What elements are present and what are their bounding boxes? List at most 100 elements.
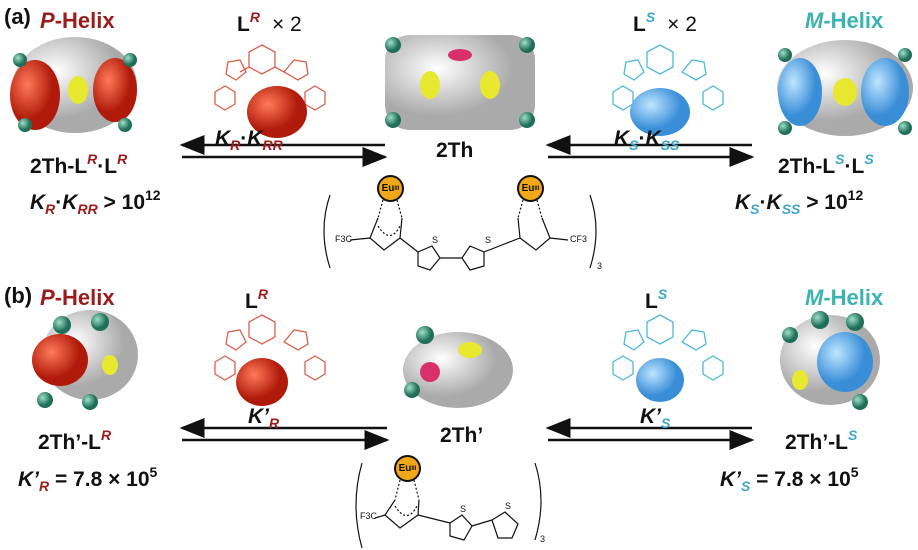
dot: · [759,191,767,214]
exponent: 12 [847,187,864,203]
sup: S [835,151,845,167]
helix-word: -Helix [54,285,115,310]
ligand-r-label-a: LR × 2 [237,10,302,35]
left-complex-label-b: 2Th’-LR [38,428,111,453]
sup: R [117,151,128,167]
k-left-b: K’R [248,406,279,430]
ligand-base: L [633,13,646,36]
k-left-a: KR·KRR [215,128,283,152]
k-sub: RR [262,137,283,153]
eu-text: Eu [521,183,535,194]
helix-word: -Helix [54,8,115,33]
k-sub: S [629,137,639,153]
k: K [247,127,263,150]
2th-model [385,35,535,130]
cf3-left-b: F3C [360,511,378,521]
k-sub: R [230,137,241,153]
ligand-base: L [237,13,250,36]
k-right-b: K’S [640,406,670,430]
cf3-left-a: F3C [335,234,353,244]
p-letter: P [40,8,55,33]
k-sub: S [661,415,671,431]
relation: > 10 [97,191,145,214]
k: K’ [248,405,269,428]
p-helix-title-a: P-Helix [40,10,115,32]
exponent: 5 [149,464,158,480]
ligand-base: L [245,290,258,313]
complex-text: ·L [844,155,865,178]
k: K [614,127,630,150]
k-sub: R [45,201,56,217]
exponent: 12 [145,187,161,203]
ligand-s-structure-b [612,314,724,381]
exponent: 5 [850,464,859,480]
center-label-a: 2Th [436,139,474,162]
relation: = 7.8 × 10 [750,468,851,491]
dot: · [240,127,248,150]
complex-text: 2Th-L [30,155,88,178]
m-helix-title-a: M-Helix [805,10,883,32]
k-sub: R [269,415,280,431]
complex-text: 2Th’-L [785,431,848,454]
complex-text: ·L [97,155,118,178]
k: K’ [640,405,661,428]
k: K [30,191,46,214]
p-letter: P [40,285,55,310]
ligand-r-model-b [236,358,288,406]
left-equation-b: K’R = 7.8 × 105 [18,465,157,493]
p-helix-model-a [10,37,137,133]
cf3-right-a: CF3 [570,234,588,244]
m-letter: M [805,285,824,310]
k: K’ [720,468,741,491]
ligand-base: L [645,290,658,313]
k: K’ [18,468,39,491]
relation: > 10 [800,191,848,214]
ligand-s-label-b: LS [645,287,667,312]
thiophene-s-a2: S [485,235,492,245]
k-sub: RR [77,201,98,217]
k: K [735,191,751,214]
right-equation-a: KS·KSS > 1012 [735,188,863,216]
ligand-sup: R [257,286,268,302]
ligand-sup: S [657,286,668,302]
eu-complex-structure-a [323,194,597,271]
ligand-multiplier: × 2 [271,13,302,36]
repeat-count-b: 3 [540,534,546,544]
ligand-s-label-a: LS× 2 [633,10,697,35]
k: K [766,191,782,214]
k-sub: R [39,478,50,494]
thiophene-s-a1: S [432,235,439,245]
m-helix-title-b: M-Helix [805,287,883,309]
panel-a-label: (a) [4,4,31,29]
ligand-r-structure-b [214,314,326,381]
oxidation-state: III [411,465,417,472]
k: K [62,191,78,214]
right-complex-label-b: 2Th’-LS [785,428,857,453]
ligand-sup: R [249,9,260,25]
k: K [215,127,231,150]
ligand-multiplier: × 2 [667,13,697,36]
eu-text: Eu [398,463,412,474]
m-helix-model-a [777,40,913,136]
m-helix-model-b [780,311,880,410]
eu-complex-structure-b [355,462,542,549]
center-label-b: 2Th’ [440,424,484,447]
p-helix-model-b [32,310,138,410]
oxidation-state: III [394,185,400,192]
panel-b-label: (b) [4,283,33,308]
sup: R [87,151,98,167]
k-sub: SS [660,137,680,153]
p-helix-title-b: P-Helix [40,287,115,309]
right-complex-label-a: 2Th-LS·LS [778,152,874,177]
dot: · [638,127,646,150]
k-right-a: KS·KSS [614,128,679,152]
left-complex-label-a: 2Th-LR·LR [30,152,127,177]
helix-word: -Helix [823,8,884,33]
left-equation-a: KR·KRR > 1012 [30,188,161,216]
ligand-s-model-a [630,88,690,136]
2th-prime-model [403,326,513,408]
ligand-s-model-b [636,358,684,402]
